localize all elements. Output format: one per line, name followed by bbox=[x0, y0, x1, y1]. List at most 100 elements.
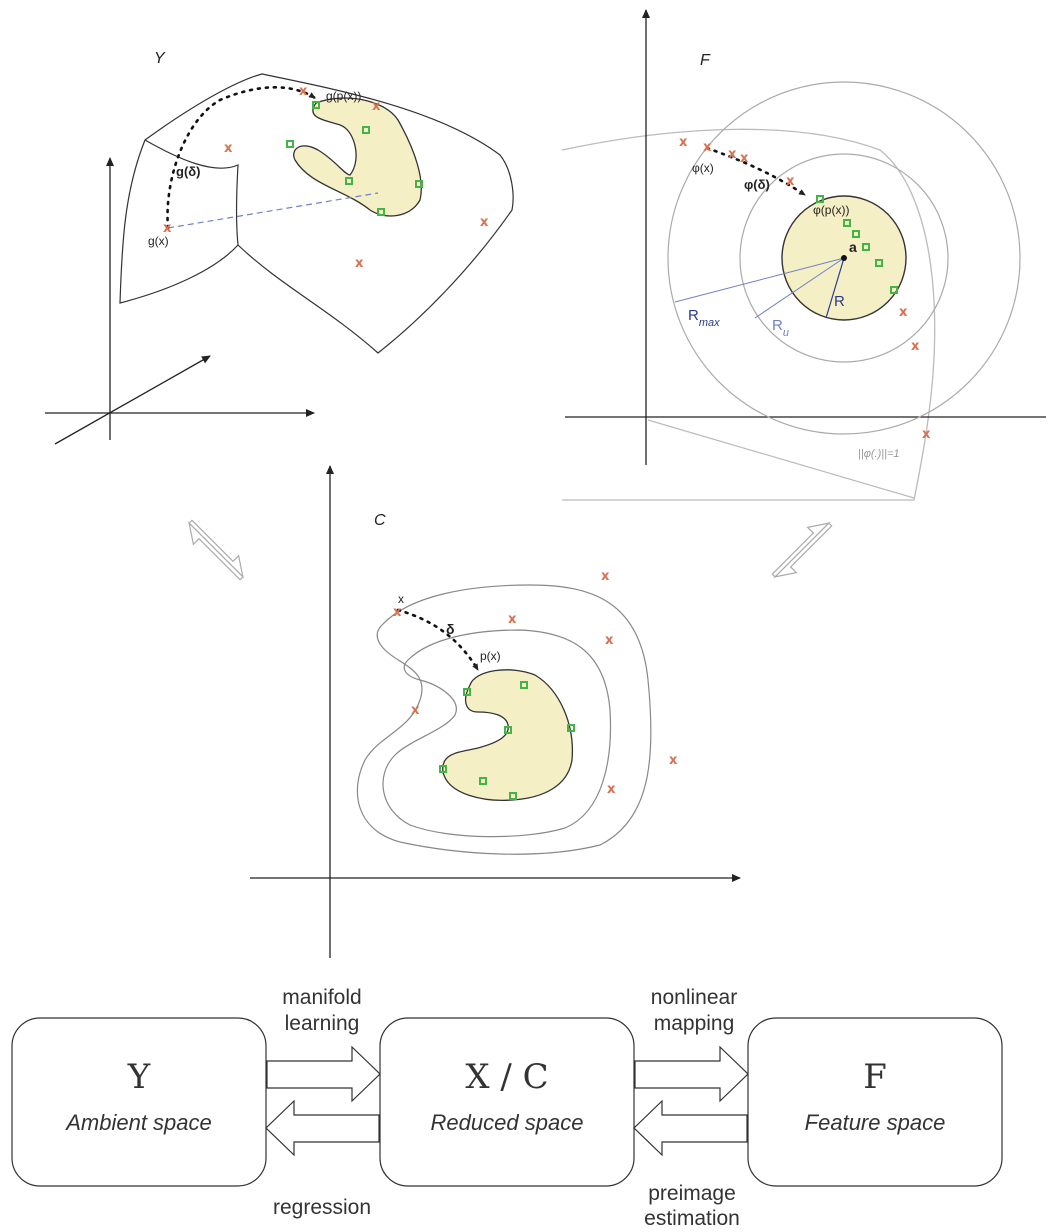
feature-ru-sub: u bbox=[783, 327, 789, 339]
reduced-box-title: X / C bbox=[465, 1057, 548, 1097]
green-square-icon bbox=[852, 230, 860, 238]
feature-unit-sphere-bottom bbox=[647, 419, 915, 499]
ambient-banana-region bbox=[293, 97, 422, 217]
manifold-label-line1: manifold bbox=[282, 986, 361, 1009]
feature-space-box: F Feature space bbox=[747, 1017, 1003, 1187]
manifold-fold bbox=[144, 139, 239, 246]
regression-arrow bbox=[265, 1099, 380, 1157]
feature-norm-label: ||φ(.)||=1 bbox=[858, 448, 900, 460]
feature-phi-delta-label: φ(δ) bbox=[744, 177, 770, 192]
regression-label: regression bbox=[273, 1196, 371, 1219]
green-square-icon bbox=[890, 286, 898, 294]
feature-ru-label: Ru bbox=[772, 317, 789, 339]
orange-cross-icon: x bbox=[669, 753, 678, 768]
reduced-outer-contour bbox=[356, 584, 652, 855]
ambient-axis-z bbox=[54, 355, 211, 445]
ambient-space-panel: Y g(δ) g(x) g(p(x)) x x x x x x bbox=[45, 50, 514, 445]
feature-circle-rmax bbox=[667, 81, 1021, 435]
orange-cross-icon: x bbox=[299, 84, 308, 99]
green-square-icon bbox=[286, 140, 294, 148]
green-square-icon bbox=[463, 688, 471, 696]
nonlinear-label-line1: nonlinear bbox=[651, 986, 737, 1009]
reduced-inliers bbox=[439, 681, 575, 800]
green-square-icon bbox=[312, 101, 320, 109]
green-square-icon bbox=[362, 126, 370, 134]
reduced-space-panel: C x δ p(x) x x x x x x x bbox=[250, 465, 741, 958]
ambient-title: Y bbox=[154, 50, 166, 67]
reduced-geodesic bbox=[396, 608, 480, 672]
feature-geodesic bbox=[705, 146, 807, 197]
feature-space-panel: F φ(x) φ(δ) φ(p(x)) a R Rmax Ru ||φ(.)||… bbox=[561, 9, 1046, 501]
green-square-icon bbox=[377, 208, 385, 216]
manifold-learning-arrow bbox=[266, 1045, 381, 1103]
reduced-x-label: x bbox=[398, 592, 404, 606]
orange-cross-icon: x bbox=[911, 339, 920, 354]
reduced-delta-label: δ bbox=[446, 621, 455, 637]
feature-rmax-sub: max bbox=[699, 317, 720, 329]
green-square-icon bbox=[345, 177, 353, 185]
preimage-estimation-arrow bbox=[633, 1099, 748, 1157]
green-square-icon bbox=[875, 259, 883, 267]
orange-cross-icon: x bbox=[679, 135, 688, 150]
reduced-title: C bbox=[374, 512, 386, 529]
orange-cross-icon: x bbox=[372, 99, 381, 114]
green-square-icon bbox=[862, 243, 870, 251]
green-square-icon bbox=[504, 726, 512, 734]
green-square-icon bbox=[843, 219, 851, 227]
reduced-middle-contour bbox=[382, 629, 612, 838]
orange-cross-icon: x bbox=[411, 703, 420, 718]
reduced-space-box: X / C Reduced space bbox=[379, 1017, 635, 1187]
preimage-label-line1: preimage bbox=[648, 1182, 736, 1205]
ambient-g-x-label: g(x) bbox=[148, 234, 169, 248]
orange-cross-icon: x bbox=[605, 633, 614, 648]
orange-cross-icon: x bbox=[922, 427, 931, 442]
ambient-box-title: Y bbox=[127, 1057, 151, 1097]
orange-cross-icon: x bbox=[480, 215, 489, 230]
orange-cross-icon: x bbox=[786, 174, 795, 189]
feature-box-subtitle: Feature space bbox=[805, 1110, 946, 1135]
ambient-g-delta-label: g(δ) bbox=[176, 164, 200, 179]
reduced-p-x-label: p(x) bbox=[480, 649, 501, 663]
orange-cross-icon: x bbox=[508, 612, 517, 627]
ambient-projection-line bbox=[167, 192, 379, 229]
green-square-icon bbox=[415, 180, 423, 188]
double-arrow-right-icon bbox=[771, 522, 833, 578]
orange-cross-icon: x bbox=[899, 305, 908, 320]
feature-center-point bbox=[841, 255, 847, 261]
feature-center-label: a bbox=[849, 239, 857, 255]
double-arrow-left-icon bbox=[188, 519, 244, 581]
orange-cross-icon: x bbox=[728, 147, 737, 162]
ambient-outliers: x x x x x x bbox=[163, 84, 489, 271]
feature-title: F bbox=[700, 52, 711, 69]
orange-cross-icon: x bbox=[224, 141, 233, 156]
reduced-box-subtitle: Reduced space bbox=[431, 1110, 584, 1135]
ambient-box-subtitle: Ambient space bbox=[64, 1110, 212, 1135]
nonlinear-label-line2: mapping bbox=[654, 1012, 735, 1035]
flow-diagram: Y Ambient space X / C Reduced space F Fe… bbox=[11, 986, 1003, 1230]
orange-cross-icon: x bbox=[607, 782, 616, 797]
manifold-label-line2: learning bbox=[285, 1012, 360, 1035]
feature-inliers bbox=[816, 195, 898, 294]
feature-phi-x-label: φ(x) bbox=[692, 161, 714, 175]
ambient-space-box: Y Ambient space bbox=[11, 1017, 267, 1187]
feature-rmax-label: Rmax bbox=[688, 307, 720, 329]
reduced-banana-region bbox=[442, 669, 574, 801]
preimage-label-line2: estimation bbox=[644, 1207, 740, 1230]
green-square-icon bbox=[567, 724, 575, 732]
manifold-surface bbox=[119, 73, 514, 354]
feature-unit-sphere bbox=[561, 128, 936, 501]
nonlinear-mapping-arrow bbox=[634, 1045, 749, 1103]
orange-cross-icon: x bbox=[601, 569, 610, 584]
green-square-icon bbox=[816, 195, 824, 203]
green-square-icon bbox=[479, 777, 487, 785]
reduced-outliers: x x x x x x x bbox=[393, 569, 678, 797]
green-square-icon bbox=[509, 792, 517, 800]
orange-cross-icon: x bbox=[740, 151, 749, 166]
feature-radius-r bbox=[825, 257, 845, 319]
feature-radius-rmax bbox=[674, 257, 845, 303]
feature-outliers: x x x x x x x x bbox=[679, 135, 931, 442]
orange-cross-icon: x bbox=[393, 605, 402, 620]
feature-radius-ru bbox=[754, 257, 845, 319]
feature-circle-ru bbox=[739, 153, 949, 363]
